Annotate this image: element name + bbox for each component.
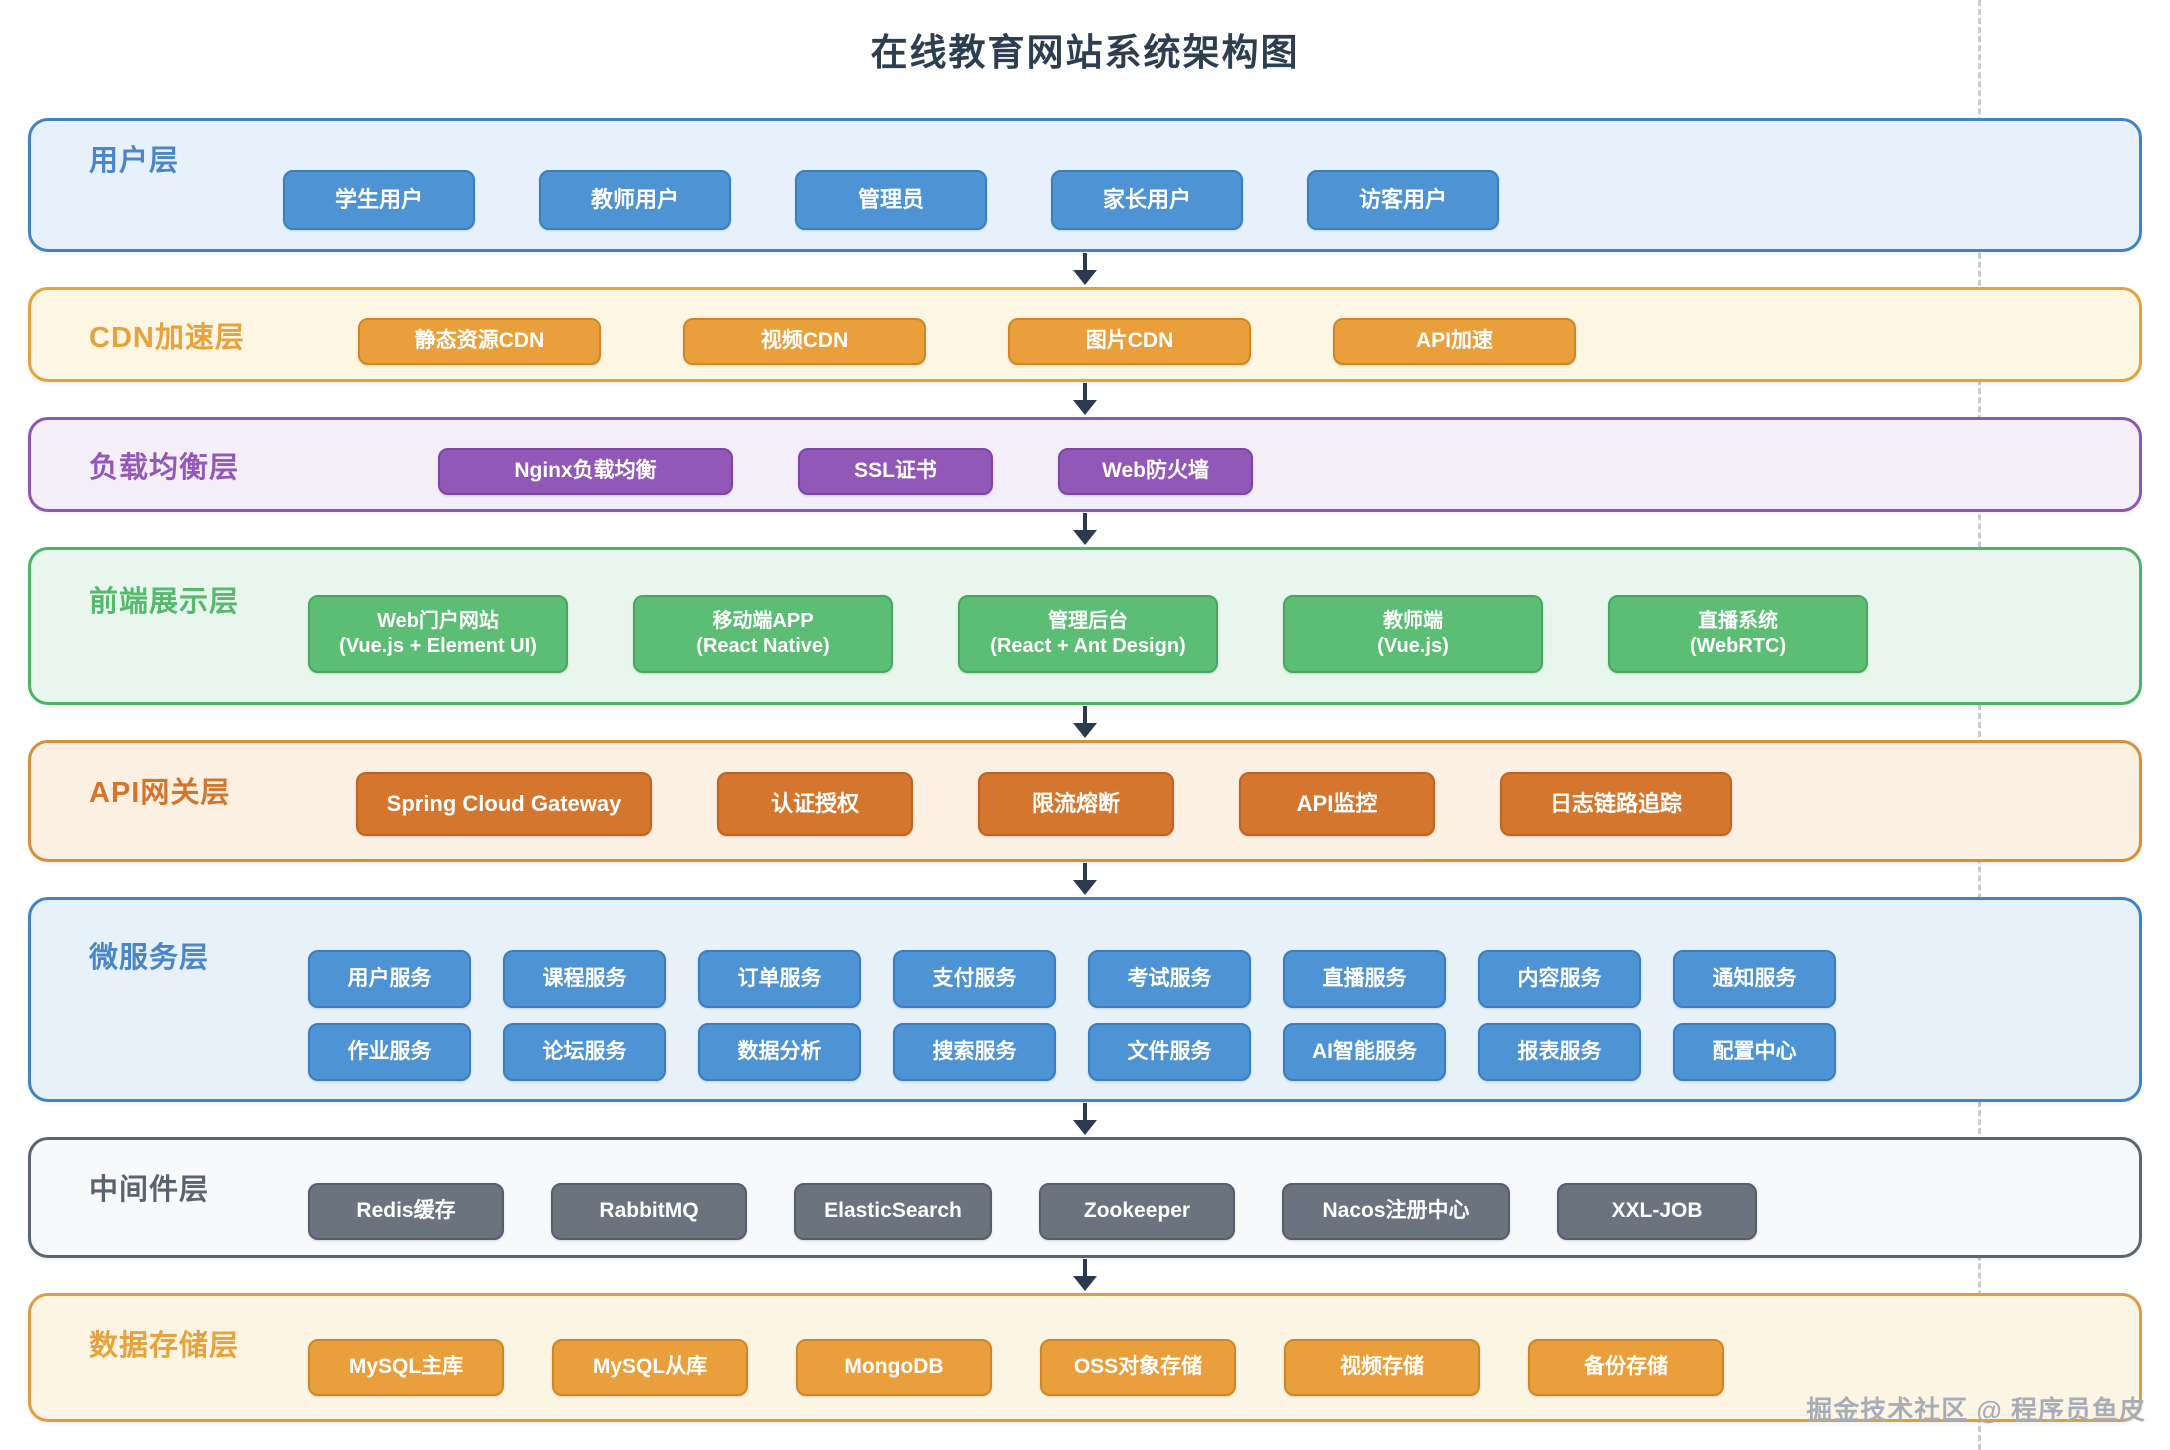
node-redis-cache: Redis缓存 — [308, 1183, 504, 1240]
layer-frontend-label: 前端展示层 — [89, 586, 240, 618]
layer-cdn: CDN加速层 静态资源CDN 视频CDN 图片CDN API加速 — [28, 287, 2142, 382]
node-nacos-registry: Nacos注册中心 — [1282, 1183, 1510, 1240]
node-live-system-title: 直播系统 — [1698, 610, 1778, 632]
node-oss-object-storage: OSS对象存储 — [1040, 1339, 1236, 1396]
node-rabbitmq: RabbitMQ — [551, 1183, 747, 1240]
layer-frontend: 前端展示层 Web门户网站 (Vue.js + Element UI) 移动端A… — [28, 547, 2142, 705]
node-auth: 认证授权 — [717, 772, 913, 836]
node-mobile-app-title: 移动端APP — [712, 610, 814, 632]
node-student-user: 学生用户 — [283, 170, 475, 230]
arrow-gateway-to-microservices — [1072, 863, 1098, 895]
layer-data-storage-row: MySQL主库 MySQL从库 MongoDB OSS对象存储 视频存储 备份存… — [308, 1339, 1724, 1396]
node-notification-service: 通知服务 — [1673, 950, 1836, 1008]
node-exam-service: 考试服务 — [1088, 950, 1251, 1008]
node-mobile-app-tech: (React Native) — [696, 635, 830, 657]
node-web-portal-title: Web门户网站 — [377, 610, 499, 632]
vertical-dashed-guide-line — [1978, 0, 1981, 1450]
node-video-cdn: 视频CDN — [683, 318, 926, 365]
arrow-cdn-to-lb — [1072, 383, 1098, 415]
layer-data-storage: 数据存储层 MySQL主库 MySQL从库 MongoDB OSS对象存储 视频… — [28, 1293, 2142, 1422]
node-zookeeper: Zookeeper — [1039, 1183, 1235, 1240]
layer-load-balancer-row: Nginx负载均衡 SSL证书 Web防火墙 — [438, 448, 1253, 495]
layer-middleware: 中间件层 Redis缓存 RabbitMQ ElasticSearch Zook… — [28, 1137, 2142, 1258]
arrow-middleware-to-storage — [1072, 1259, 1098, 1291]
node-teacher-user: 教师用户 — [539, 170, 731, 230]
node-static-cdn: 静态资源CDN — [358, 318, 601, 365]
arrow-frontend-to-gateway — [1072, 706, 1098, 738]
layer-api-gateway: API网关层 Spring Cloud Gateway 认证授权 限流熔断 AP… — [28, 740, 2142, 862]
layer-frontend-row: Web门户网站 (Vue.js + Element UI) 移动端APP (Re… — [308, 595, 1868, 673]
node-teacher-client-title: 教师端 — [1383, 610, 1443, 632]
layer-microservices-row-2: 作业服务 论坛服务 数据分析 搜索服务 文件服务 AI智能服务 报表服务 配置中… — [308, 1023, 1836, 1081]
layer-microservices: 微服务层 用户服务 课程服务 订单服务 支付服务 考试服务 直播服务 内容服务 … — [28, 897, 2142, 1102]
node-image-cdn: 图片CDN — [1008, 318, 1251, 365]
node-spring-cloud-gateway: Spring Cloud Gateway — [356, 772, 652, 836]
node-admin-console: 管理后台 (React + Ant Design) — [958, 595, 1218, 673]
node-teacher-client-tech: (Vue.js) — [1377, 635, 1449, 657]
node-course-service: 课程服务 — [503, 950, 666, 1008]
node-payment-service: 支付服务 — [893, 950, 1056, 1008]
arrow-microservices-to-middleware — [1072, 1103, 1098, 1135]
watermark: 掘金技术社区 @ 程序员鱼皮 — [1806, 1395, 2146, 1425]
node-admin-console-tech: (React + Ant Design) — [990, 635, 1186, 657]
node-teacher-client: 教师端 (Vue.js) — [1283, 595, 1543, 673]
node-web-portal-tech: (Vue.js + Element UI) — [339, 635, 537, 657]
layer-middleware-row: Redis缓存 RabbitMQ ElasticSearch Zookeeper… — [308, 1183, 1757, 1240]
layer-users: 用户层 学生用户 教师用户 管理员 家长用户 访客用户 — [28, 118, 2142, 252]
layer-users-label: 用户层 — [89, 145, 180, 177]
node-rate-limit-circuit-breaker: 限流熔断 — [978, 772, 1174, 836]
node-guest-user: 访客用户 — [1307, 170, 1499, 230]
node-xxl-job: XXL-JOB — [1557, 1183, 1757, 1240]
layer-microservices-label: 微服务层 — [89, 942, 210, 974]
node-live-service: 直播服务 — [1283, 950, 1446, 1008]
node-web-firewall: Web防火墙 — [1058, 448, 1253, 495]
arrow-users-to-cdn — [1072, 253, 1098, 285]
layer-load-balancer-label: 负载均衡层 — [89, 452, 240, 484]
node-mysql-master: MySQL主库 — [308, 1339, 504, 1396]
layer-middleware-label: 中间件层 — [89, 1174, 210, 1206]
layer-api-gateway-label: API网关层 — [89, 777, 231, 809]
layer-api-gateway-row: Spring Cloud Gateway 认证授权 限流熔断 API监控 日志链… — [356, 772, 1732, 836]
layer-load-balancer: 负载均衡层 Nginx负载均衡 SSL证书 Web防火墙 — [28, 417, 2142, 512]
node-parent-user: 家长用户 — [1051, 170, 1243, 230]
node-live-system-tech: (WebRTC) — [1689, 635, 1787, 657]
node-ssl-cert: SSL证书 — [798, 448, 993, 495]
layer-cdn-label: CDN加速层 — [89, 322, 245, 354]
layer-microservices-row-1: 用户服务 课程服务 订单服务 支付服务 考试服务 直播服务 内容服务 通知服务 — [308, 950, 1836, 1008]
node-live-system: 直播系统 (WebRTC) — [1608, 595, 1868, 673]
node-homework-service: 作业服务 — [308, 1023, 471, 1081]
node-mobile-app: 移动端APP (React Native) — [633, 595, 893, 673]
node-log-tracing: 日志链路追踪 — [1500, 772, 1732, 836]
node-api-acceleration: API加速 — [1333, 318, 1576, 365]
layer-data-storage-label: 数据存储层 — [89, 1330, 240, 1362]
node-config-center: 配置中心 — [1673, 1023, 1836, 1081]
node-elasticsearch: ElasticSearch — [794, 1183, 992, 1240]
node-mongodb: MongoDB — [796, 1339, 992, 1396]
node-web-portal: Web门户网站 (Vue.js + Element UI) — [308, 595, 568, 673]
node-backup-storage: 备份存储 — [1528, 1339, 1724, 1396]
node-mysql-slave: MySQL从库 — [552, 1339, 748, 1396]
node-report-service: 报表服务 — [1478, 1023, 1641, 1081]
arrow-lb-to-frontend — [1072, 513, 1098, 545]
node-admin-user: 管理员 — [795, 170, 987, 230]
node-ai-service: AI智能服务 — [1283, 1023, 1446, 1081]
node-api-monitor: API监控 — [1239, 772, 1435, 836]
node-video-storage: 视频存储 — [1284, 1339, 1480, 1396]
node-file-service: 文件服务 — [1088, 1023, 1251, 1081]
node-content-service: 内容服务 — [1478, 950, 1641, 1008]
layer-users-row: 学生用户 教师用户 管理员 家长用户 访客用户 — [283, 170, 1499, 230]
node-data-analysis: 数据分析 — [698, 1023, 861, 1081]
node-nginx-lb: Nginx负载均衡 — [438, 448, 733, 495]
node-order-service: 订单服务 — [698, 950, 861, 1008]
node-search-service: 搜索服务 — [893, 1023, 1056, 1081]
node-forum-service: 论坛服务 — [503, 1023, 666, 1081]
layer-cdn-row: 静态资源CDN 视频CDN 图片CDN API加速 — [358, 318, 1576, 365]
node-admin-console-title: 管理后台 — [1048, 610, 1128, 632]
node-user-service: 用户服务 — [308, 950, 471, 1008]
page-title: 在线教育网站系统架构图 — [870, 32, 1300, 73]
